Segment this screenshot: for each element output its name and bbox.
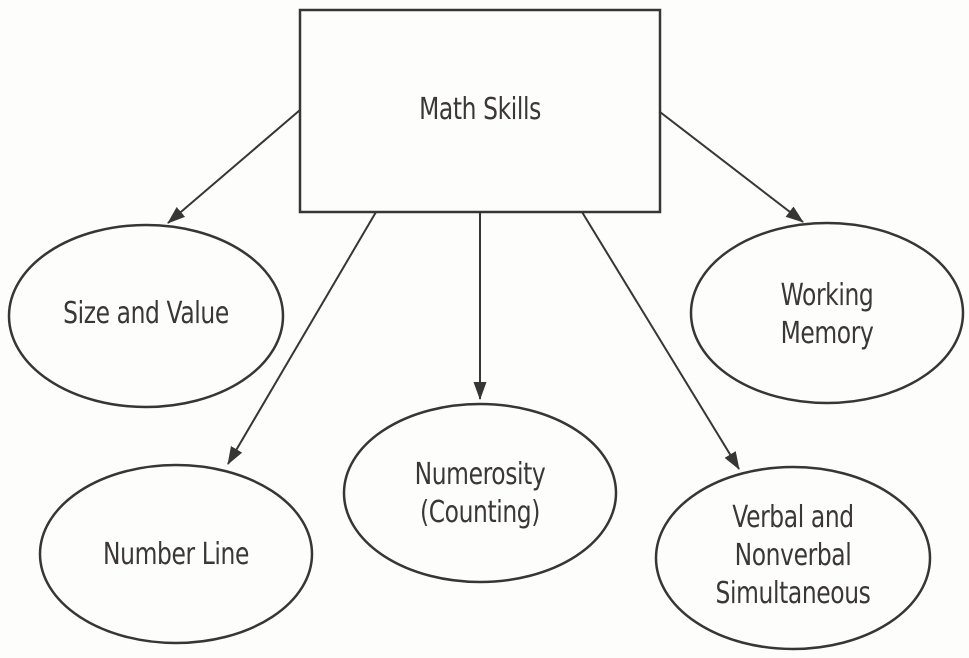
working-memory-label: Working Memory xyxy=(781,277,874,353)
label-line: Number Line xyxy=(103,537,249,572)
verbal-nonverbal-ellipse xyxy=(654,465,932,651)
working-memory-ellipse xyxy=(689,221,965,405)
verbal-nonverbal-label: Verbal and Nonverbal Simultaneous xyxy=(716,499,871,613)
label-line: Verbal and xyxy=(732,500,854,535)
label-line: Working xyxy=(780,278,874,313)
math-skills-label: Math Skills xyxy=(419,91,541,129)
numerosity-ellipse xyxy=(342,402,618,584)
number-line-label: Number Line xyxy=(103,536,249,574)
size-and-value-label: Size and Value xyxy=(63,295,229,333)
arrow-to-verbal-nonverbal xyxy=(581,211,740,470)
label-line: (Counting) xyxy=(419,495,541,530)
label-line: Nonverbal xyxy=(734,538,852,573)
label-line: Memory xyxy=(780,316,874,351)
math-skills-box xyxy=(298,8,662,214)
arrow-to-number-line xyxy=(227,211,377,465)
label-line: Math Skills xyxy=(419,92,541,127)
label-line: Numerosity xyxy=(414,457,546,492)
size-and-value-ellipse xyxy=(7,223,285,409)
label-line: Simultaneous xyxy=(715,576,871,611)
arrow-to-working-memory xyxy=(659,111,804,223)
numerosity-label: Numerosity (Counting) xyxy=(415,456,546,532)
number-line-ellipse xyxy=(38,463,314,645)
label-line: Size and Value xyxy=(63,296,229,331)
arrow-to-size-and-value xyxy=(167,109,301,224)
